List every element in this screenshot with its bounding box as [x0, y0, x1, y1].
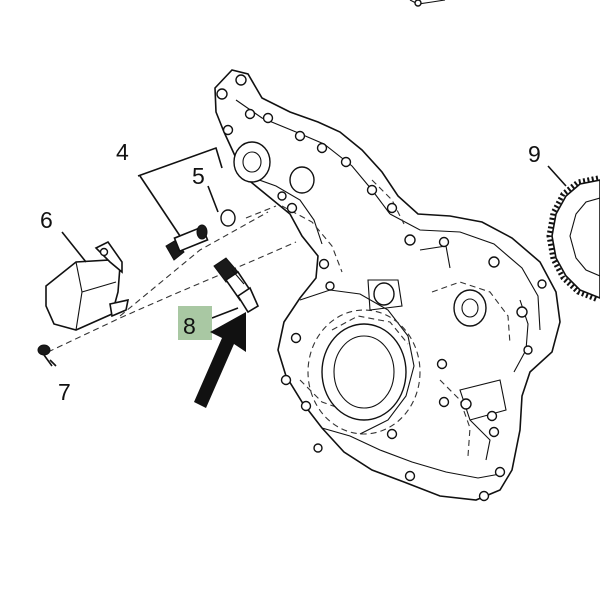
callout-6: 6 [40, 207, 53, 233]
part-6-sensor-cover [45, 240, 130, 331]
cover-bolt-holes [216, 74, 547, 502]
front-cover-housing [214, 69, 561, 501]
callout-8: 8 [183, 313, 196, 339]
callout-7: 7 [58, 379, 71, 405]
part-7-bolt [37, 344, 53, 367]
part-4-sensor [165, 224, 209, 261]
pointer-arrow-icon [194, 312, 246, 408]
callout-5: 5 [192, 163, 205, 189]
callout-leaders [49, 146, 567, 367]
assembly-lines [47, 205, 297, 353]
part-9-ring-gear [546, 175, 600, 303]
callout-8-highlight [178, 306, 212, 340]
part-8-sensor [213, 257, 260, 314]
callout-9: 9 [528, 141, 541, 167]
callout-4: 4 [116, 139, 129, 165]
part-5-o-ring [220, 209, 236, 227]
top-fragment [409, 0, 446, 7]
